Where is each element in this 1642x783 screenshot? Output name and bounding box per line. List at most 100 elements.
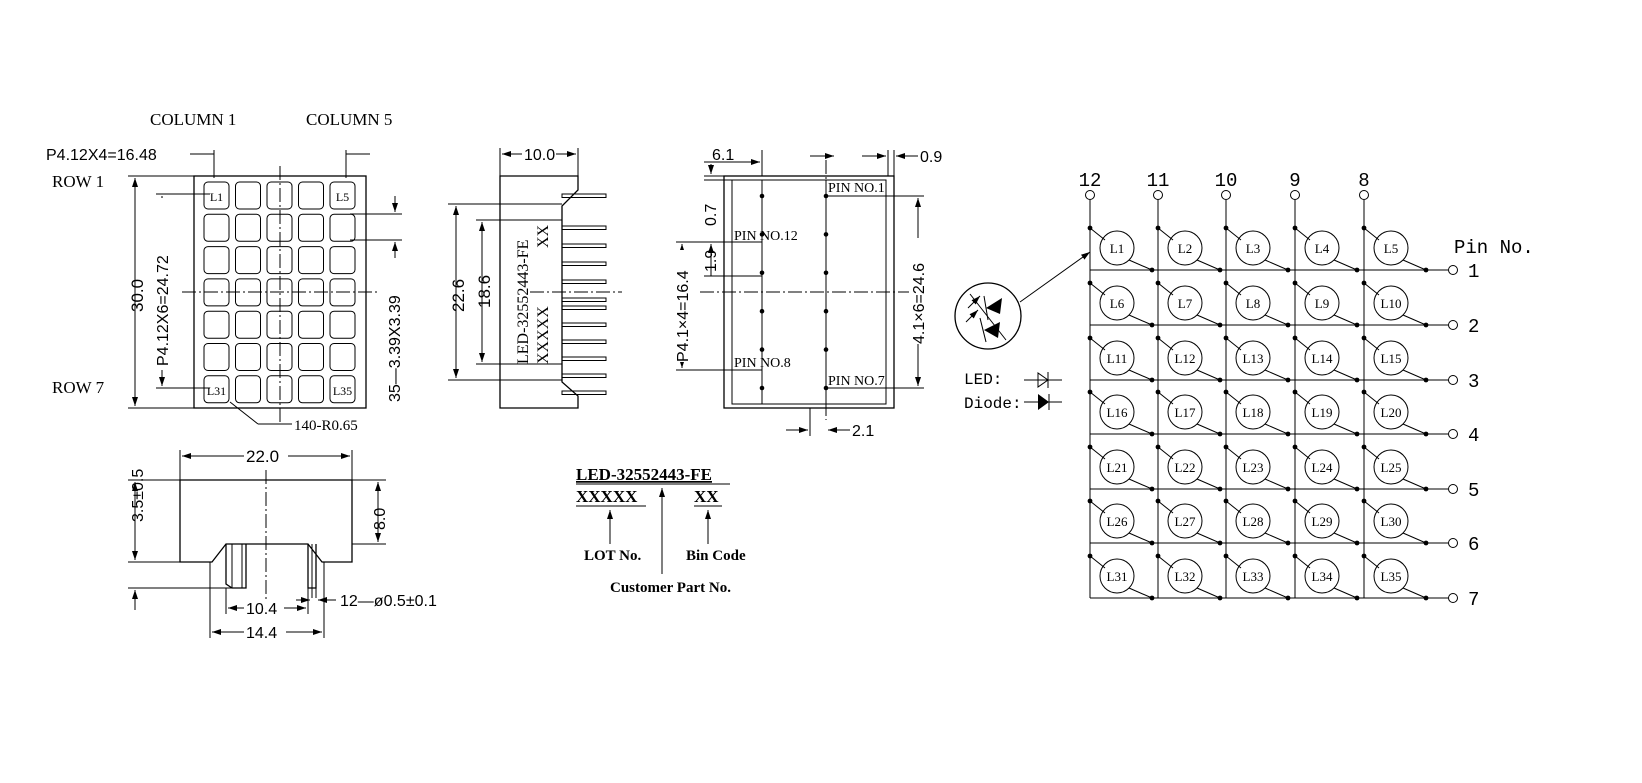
matrix-dot [266, 181, 293, 210]
led-label: L10 [1381, 296, 1402, 311]
back-pin-dot [823, 270, 829, 276]
matrix-dot [203, 181, 230, 210]
legend-led-label: LED: [964, 371, 1002, 389]
led-symbol [1099, 503, 1135, 539]
row-pin-label: 5 [1468, 480, 1479, 502]
led-symbol [1373, 340, 1409, 376]
led-label: L32 [1175, 569, 1196, 584]
led-symbol [1304, 394, 1340, 430]
bottom-span-dimension: 14.4 [246, 625, 277, 642]
side-pin [561, 322, 607, 327]
marking-legend: LED-32552443-FE XXXXX XX LOT No. Bin Cod… [576, 465, 746, 596]
bottom-height-dimension: 3.5±0.5 [130, 469, 147, 522]
row-pin-label: 6 [1468, 534, 1479, 556]
matrix-dot [235, 375, 261, 404]
led-label: L13 [1243, 351, 1264, 366]
side-pin [561, 305, 607, 310]
side-lot-marking: XXXXX [535, 306, 552, 364]
radius-note: 140-R0.65 [294, 418, 358, 434]
side-pin [561, 339, 607, 344]
led-label: L29 [1312, 514, 1333, 529]
row-pin-terminal [1448, 538, 1458, 548]
matrix-dot [235, 213, 261, 242]
side-part-marking: LED-32552443-FE [515, 240, 532, 364]
back-dim-1-9: 1.9 [703, 250, 720, 272]
row-1-label: ROW 1 [52, 172, 104, 191]
side-pin [561, 390, 607, 395]
led-symbol [1373, 285, 1409, 321]
led-symbol [1099, 449, 1135, 485]
back-pin-dot [759, 232, 765, 237]
back-pin-dot [759, 193, 765, 199]
led-label: L28 [1243, 514, 1264, 529]
led-symbol [1304, 230, 1340, 266]
dot-label: L35 [333, 384, 352, 398]
matrix-dot [298, 375, 324, 404]
row-pin-label: 3 [1468, 371, 1479, 393]
led-label: L26 [1107, 514, 1128, 529]
led-label: L31 [1107, 569, 1128, 584]
column-pin-terminal [1085, 190, 1095, 200]
led-symbol [1373, 394, 1409, 430]
dot-label: L31 [207, 384, 226, 398]
matrix-dot [298, 246, 324, 275]
side-pin [561, 225, 607, 230]
side-pin [561, 279, 607, 284]
side-body [499, 175, 579, 409]
side-width-dimension: 10.0 [524, 147, 555, 164]
led-label: L25 [1381, 460, 1402, 475]
led-label: L30 [1381, 514, 1402, 529]
pin-no-12-label: PIN NO.12 [734, 229, 798, 244]
led-symbol [1099, 230, 1135, 266]
row-pin-label: 7 [1468, 589, 1479, 611]
led-label: L12 [1175, 351, 1196, 366]
row-pin-terminal [1448, 265, 1458, 275]
column-pin-terminal [1359, 190, 1369, 200]
matrix-dot [235, 246, 261, 275]
side-overall-dimension: 22.6 [449, 279, 468, 312]
matrix-dot [329, 213, 356, 242]
matrix-dot [298, 181, 324, 210]
led-label: L17 [1175, 405, 1196, 420]
customer-part-label: Customer Part No. [610, 580, 731, 596]
matrix-dot [203, 375, 230, 404]
pin-diameter-dimension: 12—ø0.5±0.1 [340, 593, 437, 610]
led-symbol [1167, 285, 1203, 321]
pitch-x-dimension: P4.12X4=16.48 [46, 147, 157, 164]
led-symbol [1235, 449, 1271, 485]
bottom-width-dimension: 22.0 [246, 447, 279, 466]
back-dim-2-1: 2.1 [852, 423, 874, 440]
row-pin-label: 4 [1468, 425, 1479, 447]
led-label: L6 [1110, 296, 1125, 311]
led-label: L20 [1381, 405, 1402, 420]
column-pin-label: 10 [1215, 170, 1238, 192]
led-label: L9 [1315, 296, 1329, 311]
led-symbol [1304, 340, 1340, 376]
back-pin-dots [759, 193, 829, 391]
matrix-dot [329, 343, 356, 371]
matrix-dot [235, 343, 261, 371]
matrix-dot [329, 181, 356, 210]
led-label: L2 [1178, 241, 1192, 256]
led-symbol [1235, 285, 1271, 321]
matrix-dot [329, 375, 356, 404]
back-view: PIN NO.1 PIN NO.12 PIN NO.8 PIN NO.7 6.1… [673, 147, 942, 440]
led-symbol [1167, 230, 1203, 266]
back-pin-dot [823, 347, 829, 352]
dot-size-dimension: 35—3.39X3.39 [387, 295, 404, 402]
column-pin-terminal [1153, 190, 1163, 200]
matrix-dot [298, 343, 324, 371]
matrix-dot [203, 343, 230, 371]
matrix-dot [235, 310, 261, 339]
matrix-dot [298, 213, 324, 242]
marking-lot: XXXXX [576, 487, 638, 506]
led-label: L33 [1243, 569, 1264, 584]
led-symbol [1373, 449, 1409, 485]
led-label: L16 [1107, 405, 1128, 420]
led-label: L19 [1312, 405, 1333, 420]
matrix-dot [235, 181, 261, 210]
back-pin-dot [759, 385, 765, 391]
back-pin-dot [823, 232, 829, 237]
led-label: L21 [1107, 460, 1128, 475]
